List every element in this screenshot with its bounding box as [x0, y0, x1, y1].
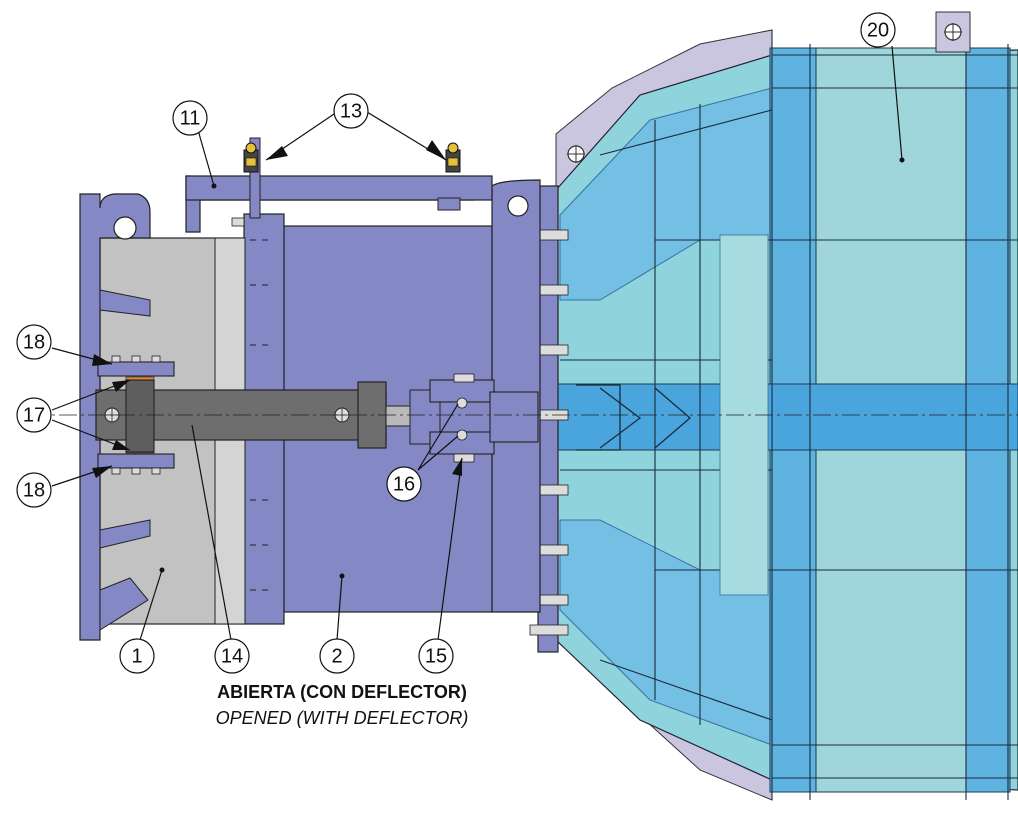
- limit-switch-right: [445, 142, 461, 173]
- callout-11: 11: [172, 100, 208, 136]
- caption-spanish: ABIERTA (CON DEFLECTOR): [217, 682, 467, 702]
- callout-18-bottom: 18: [16, 472, 52, 508]
- duct-mid-band: [555, 383, 1018, 451]
- callout-14: 14: [214, 638, 250, 674]
- callout-2-label: 2: [331, 645, 342, 667]
- shroud-bolt-hole: [567, 145, 585, 163]
- callout-14-label: 14: [221, 645, 243, 667]
- callout-20-label: 20: [867, 19, 889, 41]
- callout-13-label: 13: [340, 100, 362, 122]
- duct-flange: [529, 185, 569, 653]
- callout-18-bottom-label: 18: [23, 479, 45, 501]
- callout-11-label: 11: [180, 107, 201, 129]
- clevis-joint-16: [409, 373, 539, 463]
- callout-18-top: 18: [16, 324, 52, 360]
- callout-16: 16: [386, 466, 422, 502]
- callout-15: 15: [418, 638, 454, 674]
- leader-arrowheads: [92, 140, 462, 478]
- callout-1: 1: [119, 638, 155, 674]
- leader-lines: [51, 45, 903, 641]
- callout-17: 17: [16, 397, 52, 433]
- callout-15-label: 15: [425, 645, 447, 667]
- callout-18-top-label: 18: [23, 331, 45, 353]
- duct-chevron-bracket: [576, 384, 691, 451]
- callout-1-label: 1: [131, 645, 142, 667]
- duct-frame-lines: [560, 30, 1018, 800]
- top-bracket-11: [185, 137, 493, 233]
- duct-top-lug: [935, 11, 971, 53]
- callout-2: 2: [319, 638, 355, 674]
- deflector-duct: [555, 11, 1018, 801]
- caption-english: OPENED (WITH DEFLECTOR): [215, 708, 469, 728]
- callout-20: 20: [860, 12, 896, 48]
- limit-switches-13: [243, 142, 461, 173]
- callout-17-label: 17: [23, 404, 45, 426]
- limit-switch-left: [243, 142, 259, 173]
- body-1: [79, 193, 246, 641]
- callout-16-label: 16: [393, 473, 415, 495]
- callout-13: 13: [333, 93, 369, 129]
